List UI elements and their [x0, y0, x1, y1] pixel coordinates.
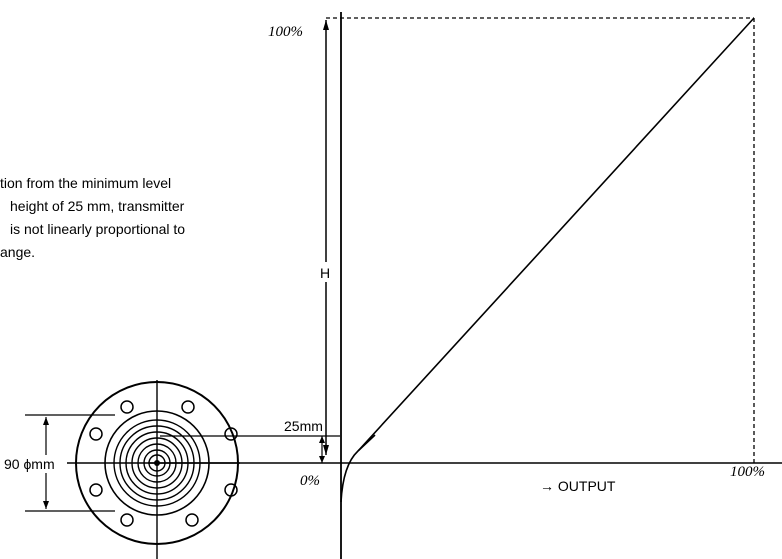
y-top-label: 100%	[268, 24, 303, 40]
note-line-3: is not linearly proportional to	[10, 221, 185, 237]
output-linear-extension	[357, 434, 376, 452]
y-zero-label: 0%	[300, 473, 320, 489]
diameter-dimension	[3, 414, 115, 512]
height-dimension	[318, 20, 334, 455]
note-line-2: height of 25 mm, transmitter	[10, 198, 185, 214]
diameter-label: 90 ϕmm	[4, 456, 55, 472]
note-line-1: tion from the minimum level	[0, 175, 171, 191]
x-end-label: 100%	[730, 464, 765, 480]
note-text: tion from the minimum level height of 25…	[0, 175, 185, 260]
output-curve-lower	[340, 450, 359, 503]
offset-label: 25mm	[284, 418, 323, 434]
offset-dimension	[160, 435, 340, 463]
x-axis-label: → OUTPUT	[540, 478, 616, 494]
note-line-4: ange.	[0, 244, 35, 260]
flange-drawing	[25, 380, 240, 559]
height-label: H	[320, 265, 330, 281]
output-linear-line	[357, 17, 755, 452]
